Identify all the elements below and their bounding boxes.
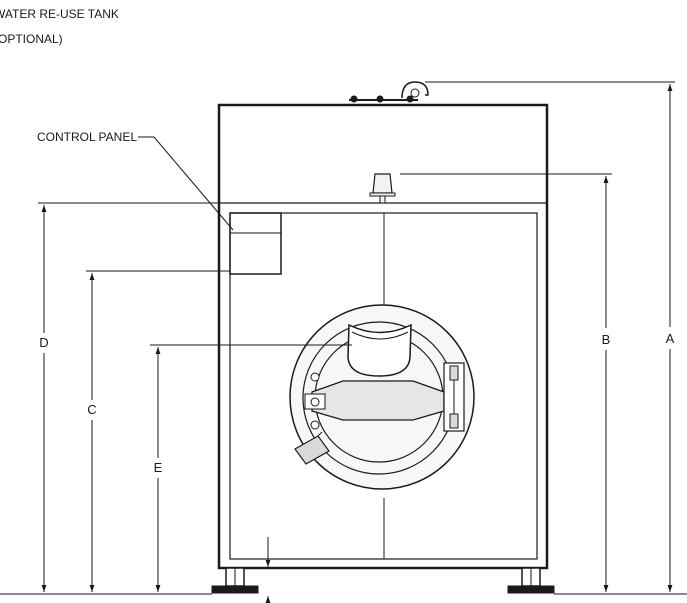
dimension-b-label: B xyxy=(602,332,611,347)
water-reuse-tank-label-line2: (OPTIONAL) xyxy=(0,32,63,46)
control-panel-box xyxy=(229,212,282,275)
machine-feet xyxy=(211,567,555,594)
dimension-d-label: D xyxy=(39,335,48,350)
vent-cap xyxy=(369,173,396,204)
control-panel-label: CONTROL PANEL xyxy=(37,130,137,144)
dimension-c-label: C xyxy=(87,402,96,417)
control-panel-leader xyxy=(138,136,234,231)
dimension-e-label: E xyxy=(154,460,163,475)
water-reuse-tank-label-line1: WATER RE-USE TANK xyxy=(0,7,119,21)
dimension-extension-lines xyxy=(0,81,687,595)
top-fittings xyxy=(349,81,429,106)
door-assembly xyxy=(289,304,475,490)
dimension-a-label: A xyxy=(666,331,675,346)
